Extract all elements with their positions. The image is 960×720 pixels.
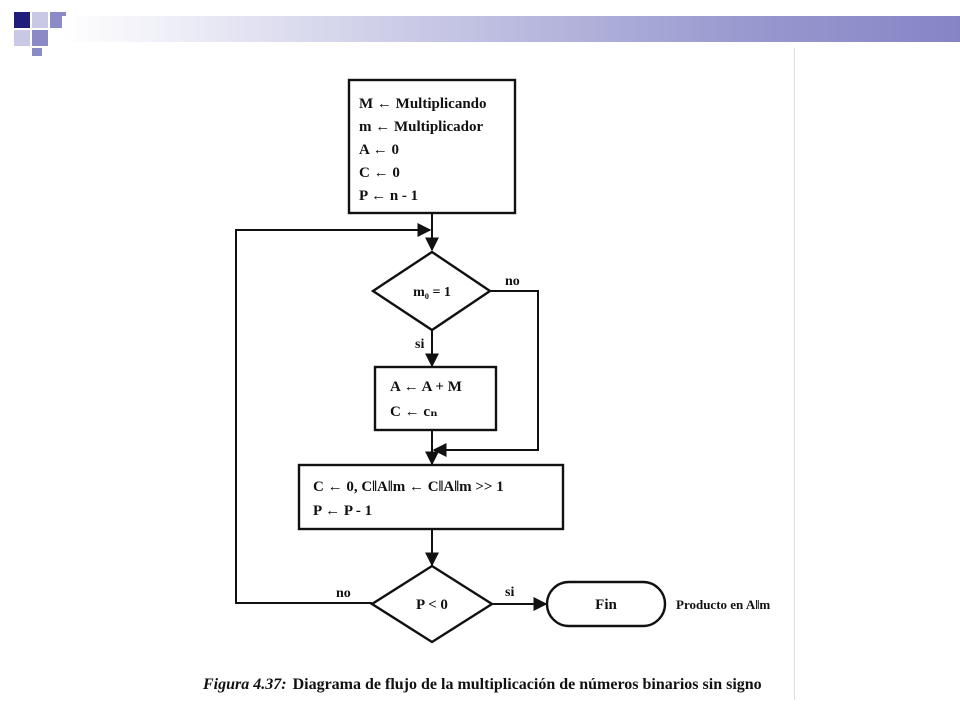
header-square-light — [32, 12, 48, 28]
init-line-3: A ← 0 — [359, 142, 399, 158]
add-line-2: C ← cₙ — [390, 404, 438, 420]
decision-m0-yes-label: si — [415, 337, 424, 352]
shift-line-2: P ← P - 1 — [313, 503, 372, 519]
bypass-no-path — [432, 290, 539, 457]
end-terminal — [545, 580, 667, 628]
loop-back-line — [235, 223, 432, 604]
add-block — [373, 365, 498, 432]
figure-caption-text: Diagrama de flujo de la multiplicación d… — [292, 676, 762, 693]
decision-p-yes-label: si — [505, 585, 514, 600]
end-terminal-note: Producto en A‖m — [676, 597, 770, 612]
slide-header — [0, 0, 960, 56]
init-line-1: M ← Multiplicando — [359, 96, 487, 112]
header-square-light-2 — [14, 30, 30, 46]
init-line-4: C ← 0 — [359, 165, 400, 181]
decision-p — [369, 564, 495, 644]
shift-block — [297, 463, 565, 531]
end-terminal-label: Fin — [595, 597, 617, 613]
init-line-2: m ← Multiplicador — [359, 119, 484, 135]
shift-line-1: C ← 0, C‖A‖m ← C‖A‖m >> 1 — [313, 479, 504, 495]
header-square-mid-2 — [32, 30, 48, 46]
add-line-1: A ← A + M — [390, 379, 462, 395]
decision-p-no-label: no — [336, 586, 351, 601]
figure-caption-number: Figura 4.37: — [203, 676, 287, 693]
decision-p-label: P < 0 — [416, 597, 448, 613]
decision-m0-label: m₀ = 1 — [413, 285, 451, 300]
header-square-mid-3 — [32, 48, 42, 56]
decision-m0-no-label: no — [505, 274, 520, 289]
header-square-dark — [14, 12, 30, 28]
figure-caption: Figura 4.37: Diagrama de flujo de la mult… — [203, 676, 803, 694]
init-line-5: P ← n - 1 — [359, 188, 418, 204]
init-block — [347, 78, 517, 215]
header-gradient-bar — [62, 16, 960, 42]
